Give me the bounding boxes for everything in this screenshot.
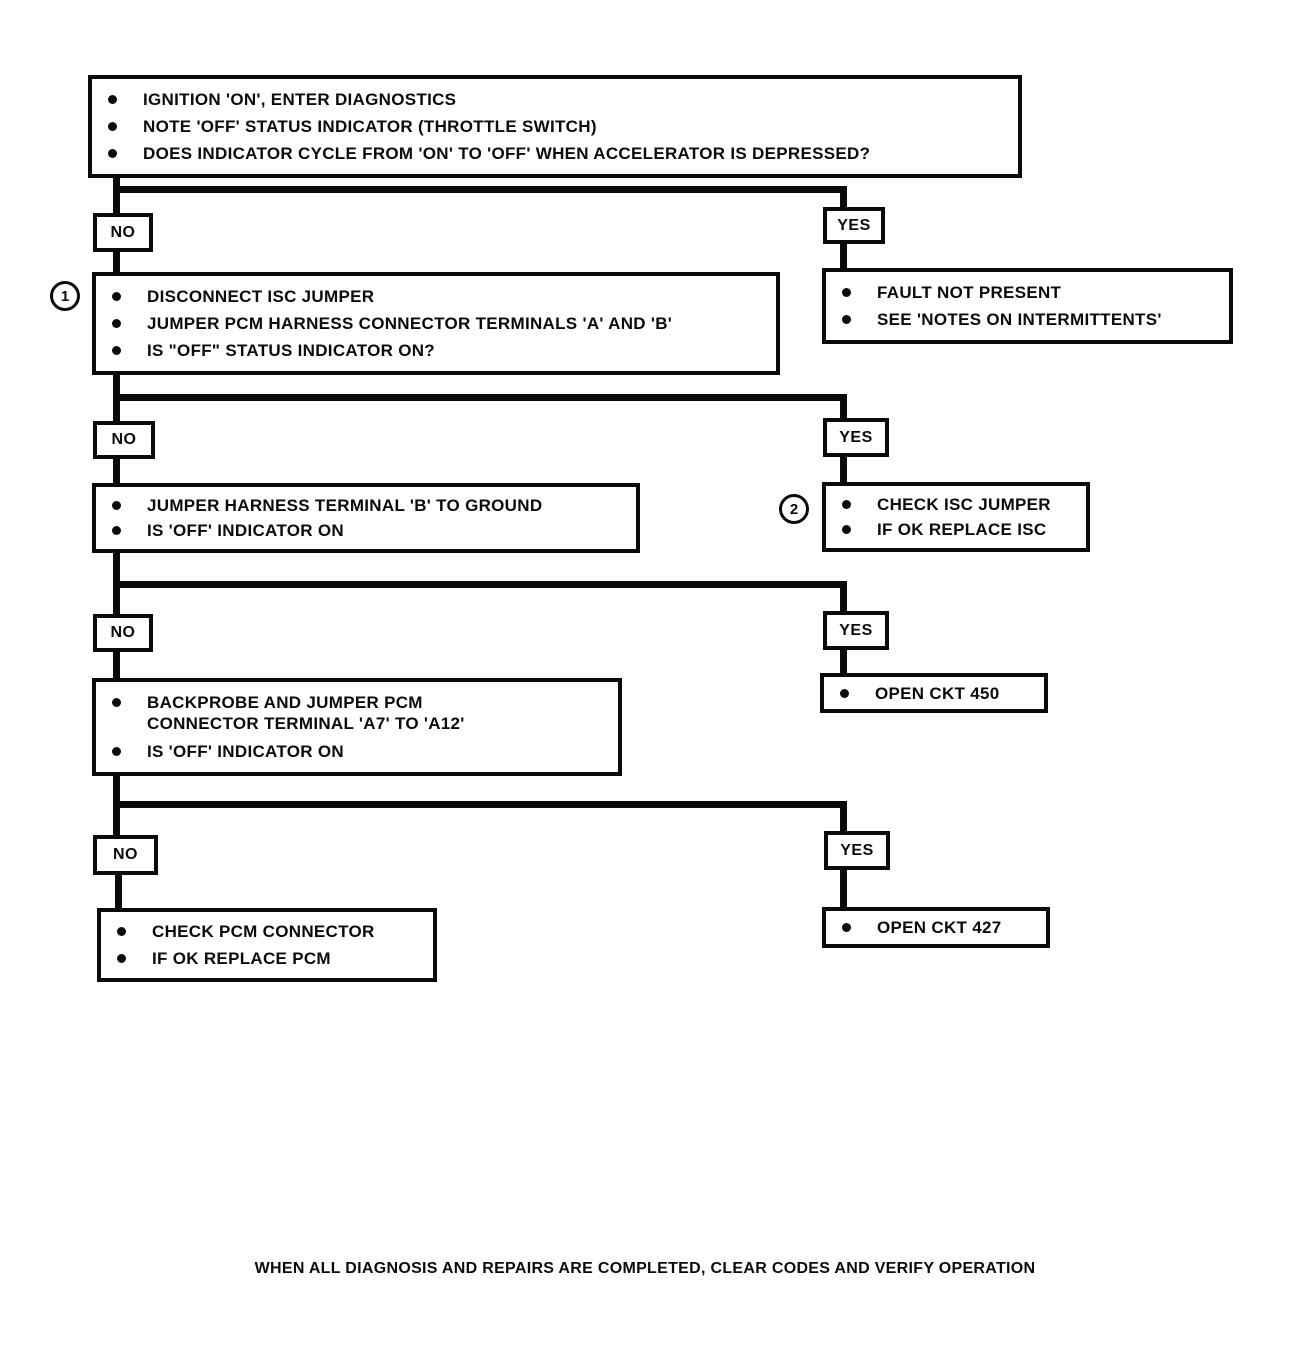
bullet-icon xyxy=(112,346,121,355)
bullet-icon xyxy=(117,927,126,937)
step2-box: JUMPER HARNESS TERMINAL 'B' TO GROUND IS… xyxy=(92,483,640,553)
bullet-icon xyxy=(112,292,121,301)
connector-line xyxy=(113,394,847,401)
bullet-icon xyxy=(108,95,117,104)
connector-line xyxy=(840,401,847,418)
connector-line xyxy=(113,652,120,678)
bullet-text: IS "OFF" STATUS INDICATOR ON? xyxy=(147,341,435,360)
no-label-2: NO xyxy=(93,421,155,459)
bullet-item: IF OK REPLACE ISC xyxy=(826,519,1076,540)
bullet-text: DISCONNECT ISC JUMPER xyxy=(147,287,375,306)
yes-label-1: YES xyxy=(823,207,885,244)
bullet-item: JUMPER PCM HARNESS CONNECTOR TERMINALS '… xyxy=(96,313,766,334)
bullet-icon xyxy=(842,288,851,297)
connector-line xyxy=(113,252,120,272)
connector-line xyxy=(113,459,120,483)
yes-label-4: YES xyxy=(824,831,890,870)
open-ckt-427-box: OPEN CKT 427 xyxy=(822,907,1050,948)
connector-line xyxy=(840,870,847,907)
bullet-text: IGNITION 'ON', ENTER DIAGNOSTICS xyxy=(143,90,457,109)
step3-box: BACKPROBE AND JUMPER PCM CONNECTOR TERMI… xyxy=(92,678,622,776)
connector-line xyxy=(840,588,847,611)
connector-line xyxy=(113,186,847,193)
bullet-text: IS 'OFF' INDICATOR ON xyxy=(147,521,344,540)
fault-not-present-box: FAULT NOT PRESENT SEE 'NOTES ON INTERMIT… xyxy=(822,268,1233,344)
no-label-1: NO xyxy=(93,213,153,252)
bullet-icon xyxy=(112,501,121,510)
bullet-item: IS 'OFF' INDICATOR ON xyxy=(96,520,626,541)
start-box: IGNITION 'ON', ENTER DIAGNOSTICS NOTE 'O… xyxy=(88,75,1022,178)
bullet-item: SEE 'NOTES ON INTERMITTENTS' xyxy=(826,309,1219,330)
bullet-item: OPEN CKT 450 xyxy=(824,683,1034,704)
bullet-item: IS "OFF" STATUS INDICATOR ON? xyxy=(96,340,766,361)
bullet-text: BACKPROBE AND JUMPER PCM CONNECTOR TERMI… xyxy=(147,693,465,734)
connector-line xyxy=(840,457,847,482)
bullet-item: DOES INDICATOR CYCLE FROM 'ON' TO 'OFF' … xyxy=(92,143,1008,164)
bullet-text: SEE 'NOTES ON INTERMITTENTS' xyxy=(877,310,1162,329)
connector-line xyxy=(113,581,847,588)
bullet-icon xyxy=(112,526,121,535)
bullet-text: IF OK REPLACE PCM xyxy=(152,948,331,968)
bullet-item: BACKPROBE AND JUMPER PCM CONNECTOR TERMI… xyxy=(96,692,608,734)
ref-2-badge: 2 xyxy=(779,494,809,524)
bullet-icon xyxy=(112,319,121,328)
connector-line xyxy=(113,178,120,213)
bullet-item: IF OK REPLACE PCM xyxy=(101,948,423,969)
bullet-icon xyxy=(108,149,117,158)
bullet-text: JUMPER HARNESS TERMINAL 'B' TO GROUND xyxy=(147,496,543,515)
connector-line xyxy=(115,875,122,908)
connector-line xyxy=(840,650,847,673)
bullet-text: OPEN CKT 450 xyxy=(875,683,1000,703)
bullet-text: OPEN CKT 427 xyxy=(877,918,1002,937)
bullet-text: CHECK PCM CONNECTOR xyxy=(152,922,375,942)
bullet-text: CHECK ISC JUMPER xyxy=(877,495,1051,514)
bullet-icon xyxy=(842,500,851,509)
bullet-icon xyxy=(112,746,121,756)
connector-line xyxy=(840,808,847,831)
no-label-4: NO xyxy=(93,835,158,875)
connector-line xyxy=(840,193,847,207)
connector-line xyxy=(113,801,847,808)
bullet-item: FAULT NOT PRESENT xyxy=(826,282,1219,303)
bullet-icon xyxy=(108,122,117,131)
yes-label-2: YES xyxy=(823,418,889,457)
bullet-item: IGNITION 'ON', ENTER DIAGNOSTICS xyxy=(92,89,1008,110)
bullet-icon xyxy=(842,315,851,324)
no-label-3: NO xyxy=(93,614,153,652)
bullet-text: FAULT NOT PRESENT xyxy=(877,283,1062,302)
bullet-text: IF OK REPLACE ISC xyxy=(877,520,1047,539)
bullet-item: DISCONNECT ISC JUMPER xyxy=(96,286,766,307)
ref-1-badge: 1 xyxy=(50,281,80,311)
bullet-item: NOTE 'OFF' STATUS INDICATOR (THROTTLE SW… xyxy=(92,116,1008,137)
bullet-text: NOTE 'OFF' STATUS INDICATOR (THROTTLE SW… xyxy=(143,117,597,136)
bullet-icon xyxy=(842,923,851,932)
bullet-text: JUMPER PCM HARNESS CONNECTOR TERMINALS '… xyxy=(147,314,673,333)
bullet-icon xyxy=(117,953,126,963)
bullet-item: CHECK ISC JUMPER xyxy=(826,494,1076,515)
bullet-item: OPEN CKT 427 xyxy=(826,917,1036,938)
check-pcm-box: CHECK PCM CONNECTOR IF OK REPLACE PCM xyxy=(97,908,437,982)
bullet-item: CHECK PCM CONNECTOR xyxy=(101,921,423,942)
bullet-item: JUMPER HARNESS TERMINAL 'B' TO GROUND xyxy=(96,495,626,516)
yes-label-3: YES xyxy=(823,611,889,650)
bullet-item: IS 'OFF' INDICATOR ON xyxy=(96,741,608,762)
bullet-icon xyxy=(842,525,851,534)
bullet-text: DOES INDICATOR CYCLE FROM 'ON' TO 'OFF' … xyxy=(143,144,871,163)
step1-box: DISCONNECT ISC JUMPER JUMPER PCM HARNESS… xyxy=(92,272,780,375)
open-ckt-450-box: OPEN CKT 450 xyxy=(820,673,1048,713)
bullet-icon xyxy=(840,688,849,698)
footer-note: WHEN ALL DIAGNOSIS AND REPAIRS ARE COMPL… xyxy=(254,1260,1036,1277)
bullet-icon xyxy=(112,698,121,708)
bullet-text: IS 'OFF' INDICATOR ON xyxy=(147,741,344,761)
connector-line xyxy=(840,244,847,268)
check-isc-box: CHECK ISC JUMPER IF OK REPLACE ISC xyxy=(822,482,1090,552)
